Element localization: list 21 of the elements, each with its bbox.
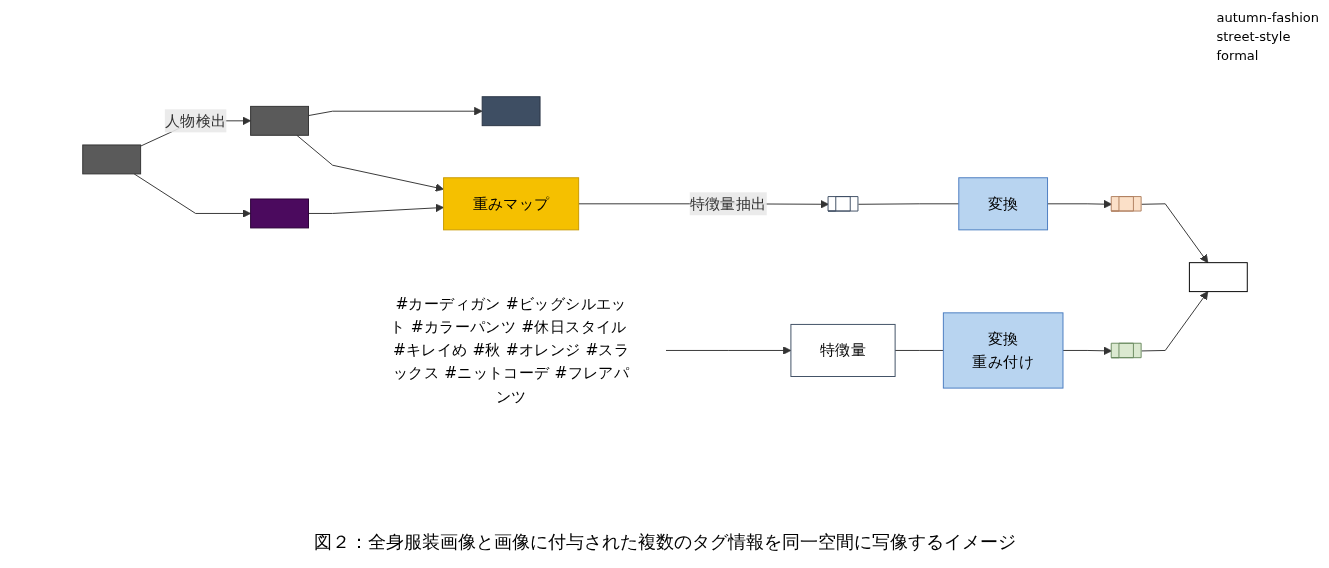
node-box bbox=[249, 198, 309, 229]
node-box: 変換 重み付け bbox=[942, 312, 1063, 389]
node-box: 変換 bbox=[957, 177, 1048, 231]
node-bar bbox=[1110, 196, 1142, 212]
edge-label: 人物検出 bbox=[164, 111, 226, 130]
node-box bbox=[81, 144, 141, 175]
point-label: autumn-fashion bbox=[1216, 10, 1319, 25]
point-label: street-style bbox=[1216, 29, 1292, 44]
node-bar bbox=[1110, 342, 1142, 359]
edge-label: 特徴量抽出 bbox=[689, 194, 767, 213]
node-bar bbox=[827, 196, 858, 212]
figure-caption: 図２：全身服装画像と画像に付与された複数のタグ情報を同一空間に写像するイメージ bbox=[312, 530, 1017, 554]
connector bbox=[857, 203, 959, 205]
node-box bbox=[1188, 262, 1248, 293]
node-box: 特徴量 bbox=[789, 324, 896, 378]
node-box bbox=[249, 106, 309, 136]
point-label: formal bbox=[1216, 48, 1260, 63]
connector bbox=[894, 350, 944, 352]
node-text: #カーディガン #ビッグシルエット #カラーパンツ #休日スタイル #キレイめ #秋 #オレンジ #スラックス #ニットコーデ #フレアパンツ bbox=[389, 294, 629, 406]
node-box: 重みマップ bbox=[442, 177, 579, 231]
node-box bbox=[481, 96, 541, 127]
